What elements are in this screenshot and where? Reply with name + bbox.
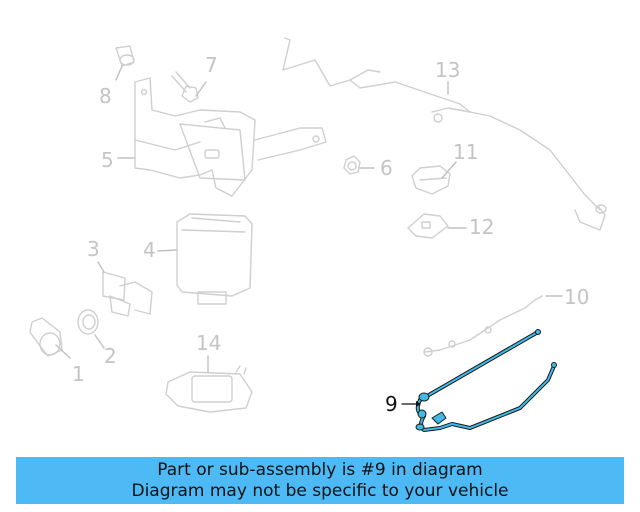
callout-12[interactable]: 12 <box>469 215 495 239</box>
harness-part-13 <box>282 37 607 231</box>
callout-9[interactable]: 9 <box>385 392 398 416</box>
sensor-bracket-part-3 <box>102 271 153 317</box>
sensor-part-1 <box>29 317 63 357</box>
harness-part-10 <box>423 295 543 357</box>
harness-part-9-highlighted <box>401 329 557 432</box>
callout-10[interactable]: 10 <box>564 285 590 309</box>
callout-3[interactable]: 3 <box>87 237 100 261</box>
ring-part-2 <box>77 309 99 335</box>
callout-arrows <box>55 65 563 373</box>
callout-2[interactable]: 2 <box>104 344 117 368</box>
callout-5[interactable]: 5 <box>101 148 114 172</box>
banner-disclaimer: Diagram may not be specific to your vehi… <box>131 481 509 501</box>
clip-part-8 <box>115 45 135 67</box>
parts-diagram: 1 2 3 4 5 6 7 8 9 10 11 12 13 14 <box>29 37 607 432</box>
bracket-part-5 <box>134 77 327 197</box>
callout-8[interactable]: 8 <box>99 84 112 108</box>
callout-7[interactable]: 7 <box>205 53 218 77</box>
cover-part-12 <box>407 213 449 239</box>
module-part-4 <box>176 213 253 305</box>
info-banner: Part or sub-assembly is #9 in diagram Di… <box>16 457 624 504</box>
diagram-drawing <box>29 37 607 432</box>
bolt-part-7 <box>171 71 199 103</box>
callout-13[interactable]: 13 <box>435 58 461 82</box>
banner-part-info: Part or sub-assembly is #9 in diagram <box>157 460 483 480</box>
connector-part-11 <box>411 165 451 195</box>
callout-1[interactable]: 1 <box>72 362 85 386</box>
callout-6[interactable]: 6 <box>380 156 393 180</box>
callout-4[interactable]: 4 <box>143 238 156 262</box>
nut-part-6 <box>343 155 361 175</box>
housing-part-14 <box>165 365 253 413</box>
callout-14[interactable]: 14 <box>196 331 222 355</box>
callout-11[interactable]: 11 <box>453 140 479 164</box>
